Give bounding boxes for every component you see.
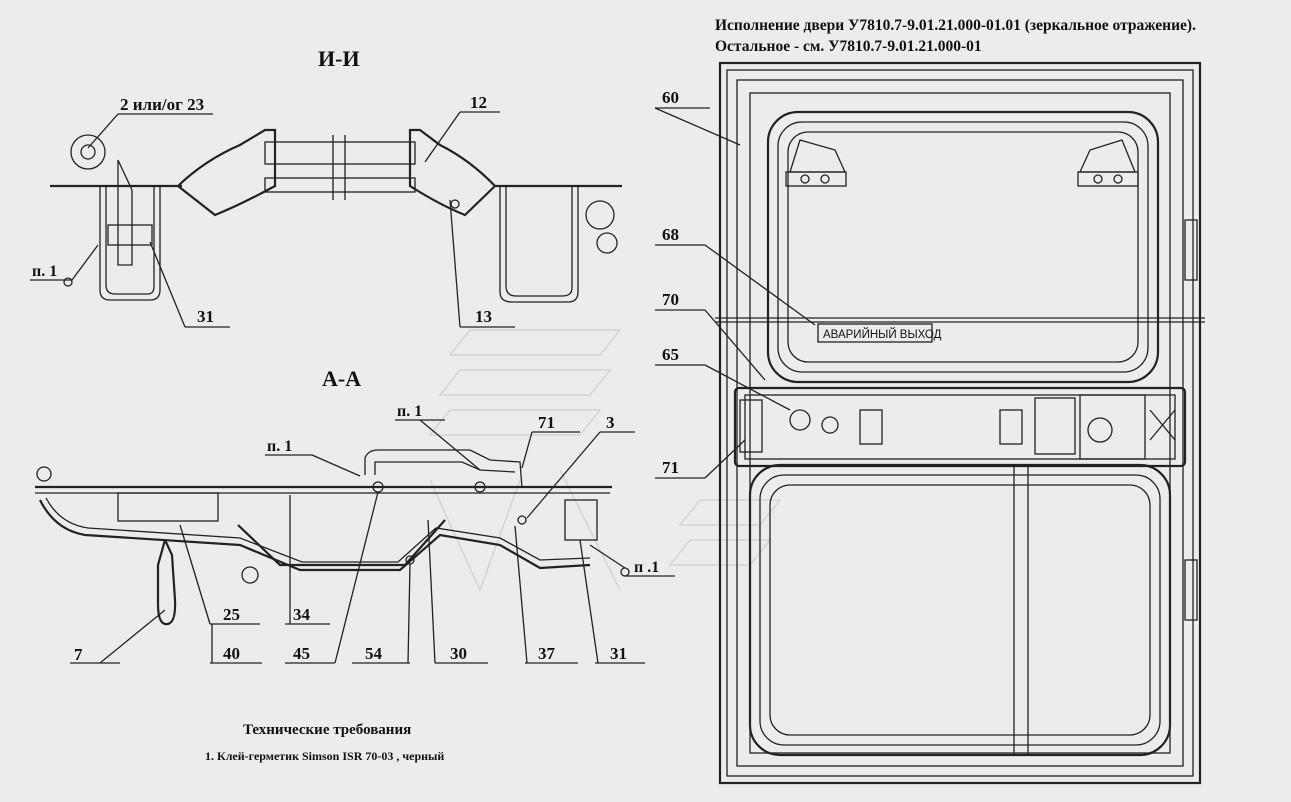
label-25: 25 [223, 605, 240, 624]
door-view: АВАРИЙНЫЙ ВЫХОД 60 68 70 65 71 [654, 61, 1205, 785]
label-37: 37 [538, 644, 556, 663]
label-31: 31 [197, 307, 214, 326]
section-ii-title: И-И [318, 46, 360, 71]
watermark [428, 329, 782, 592]
label-68: 68 [662, 225, 679, 244]
header-line-2: Остальное - см. У7810.7-9.01.21.000-01 [715, 38, 982, 55]
section-aa: А-А п. 1 п. 1 71 3 п .1 [35, 366, 675, 664]
requirements-item-1: 1. Клей-герметик Simson ISR 70-03 , черн… [205, 749, 445, 763]
label-7: 7 [74, 645, 83, 664]
label-31-aa: 31 [610, 644, 627, 663]
label-p1-c: п .1 [634, 559, 659, 576]
label-34: 34 [293, 605, 311, 624]
section-aa-title: А-А [322, 366, 361, 391]
section-ii: И-И 2 или/ог 23 12 13 31 п. 1 [30, 46, 622, 328]
label-71-door: 71 [662, 458, 679, 477]
label-60: 60 [662, 88, 679, 107]
label-3: 3 [606, 413, 615, 432]
label-p1-a: п. 1 [397, 403, 422, 420]
label-45: 45 [293, 644, 310, 663]
label-65: 65 [662, 345, 679, 364]
label-13: 13 [475, 307, 492, 326]
label-p1: п. 1 [32, 263, 57, 280]
requirements-title: Технические требования [243, 722, 412, 738]
label-12: 12 [470, 93, 487, 112]
label-70: 70 [662, 290, 679, 309]
label-40: 40 [223, 644, 240, 663]
label-p1-b: п. 1 [267, 438, 292, 455]
emergency-exit-sign: АВАРИЙНЫЙ ВЫХОД [823, 328, 942, 341]
label-2-23: 2 или/ог 23 [120, 95, 204, 114]
label-54: 54 [365, 644, 383, 663]
header-line-1: Исполнение двери У7810.7-9.01.21.000-01.… [715, 17, 1196, 34]
label-71-aa: 71 [538, 413, 555, 432]
label-30: 30 [450, 644, 467, 663]
